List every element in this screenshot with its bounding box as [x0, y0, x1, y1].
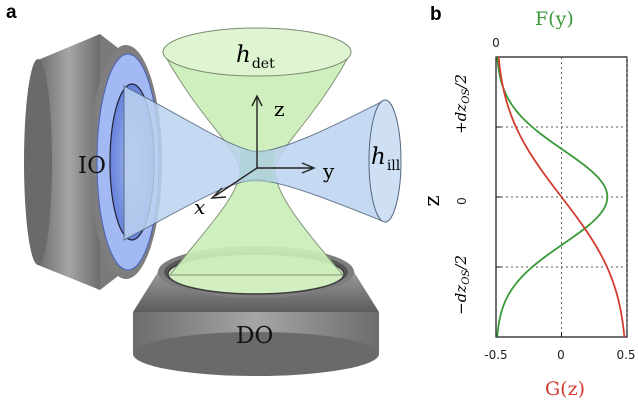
h-ill-label: hill [371, 144, 401, 174]
illumination-cone [123, 85, 402, 241]
panel-b-label: b [430, 4, 442, 25]
curve-g-z [497, 56, 626, 338]
axis-x-label: x [194, 195, 205, 219]
profile-chart [495, 56, 628, 338]
curve-f-y [496, 56, 609, 338]
axis-y-label: y [322, 159, 335, 183]
io-label: IO [78, 153, 106, 179]
axis-z-label: z [274, 97, 285, 121]
h-det-label: hdet [236, 42, 275, 72]
curves [496, 56, 626, 338]
coordinate-axes [210, 94, 316, 199]
bottom-curve-label: G(z) [545, 378, 585, 400]
y-axis-label: z [420, 195, 444, 206]
y-tick-label-minus: −dzOS/2 [452, 255, 472, 315]
top-curve-label: F(y) [535, 8, 574, 30]
x-tick-label-pos: 0.5 [616, 348, 635, 362]
x-tick-label-neg: -0.5 [484, 348, 507, 362]
do-label: DO [236, 323, 273, 349]
panel-a-label: a [6, 2, 17, 23]
y-tick-label-zero: 0 [455, 197, 469, 205]
x-top-tick-label: 0 [492, 36, 500, 50]
x-tick-label-zero: 0 [557, 348, 565, 362]
y-tick-label-plus: +dzOS/2 [452, 74, 472, 134]
tick-marks [495, 57, 628, 337]
